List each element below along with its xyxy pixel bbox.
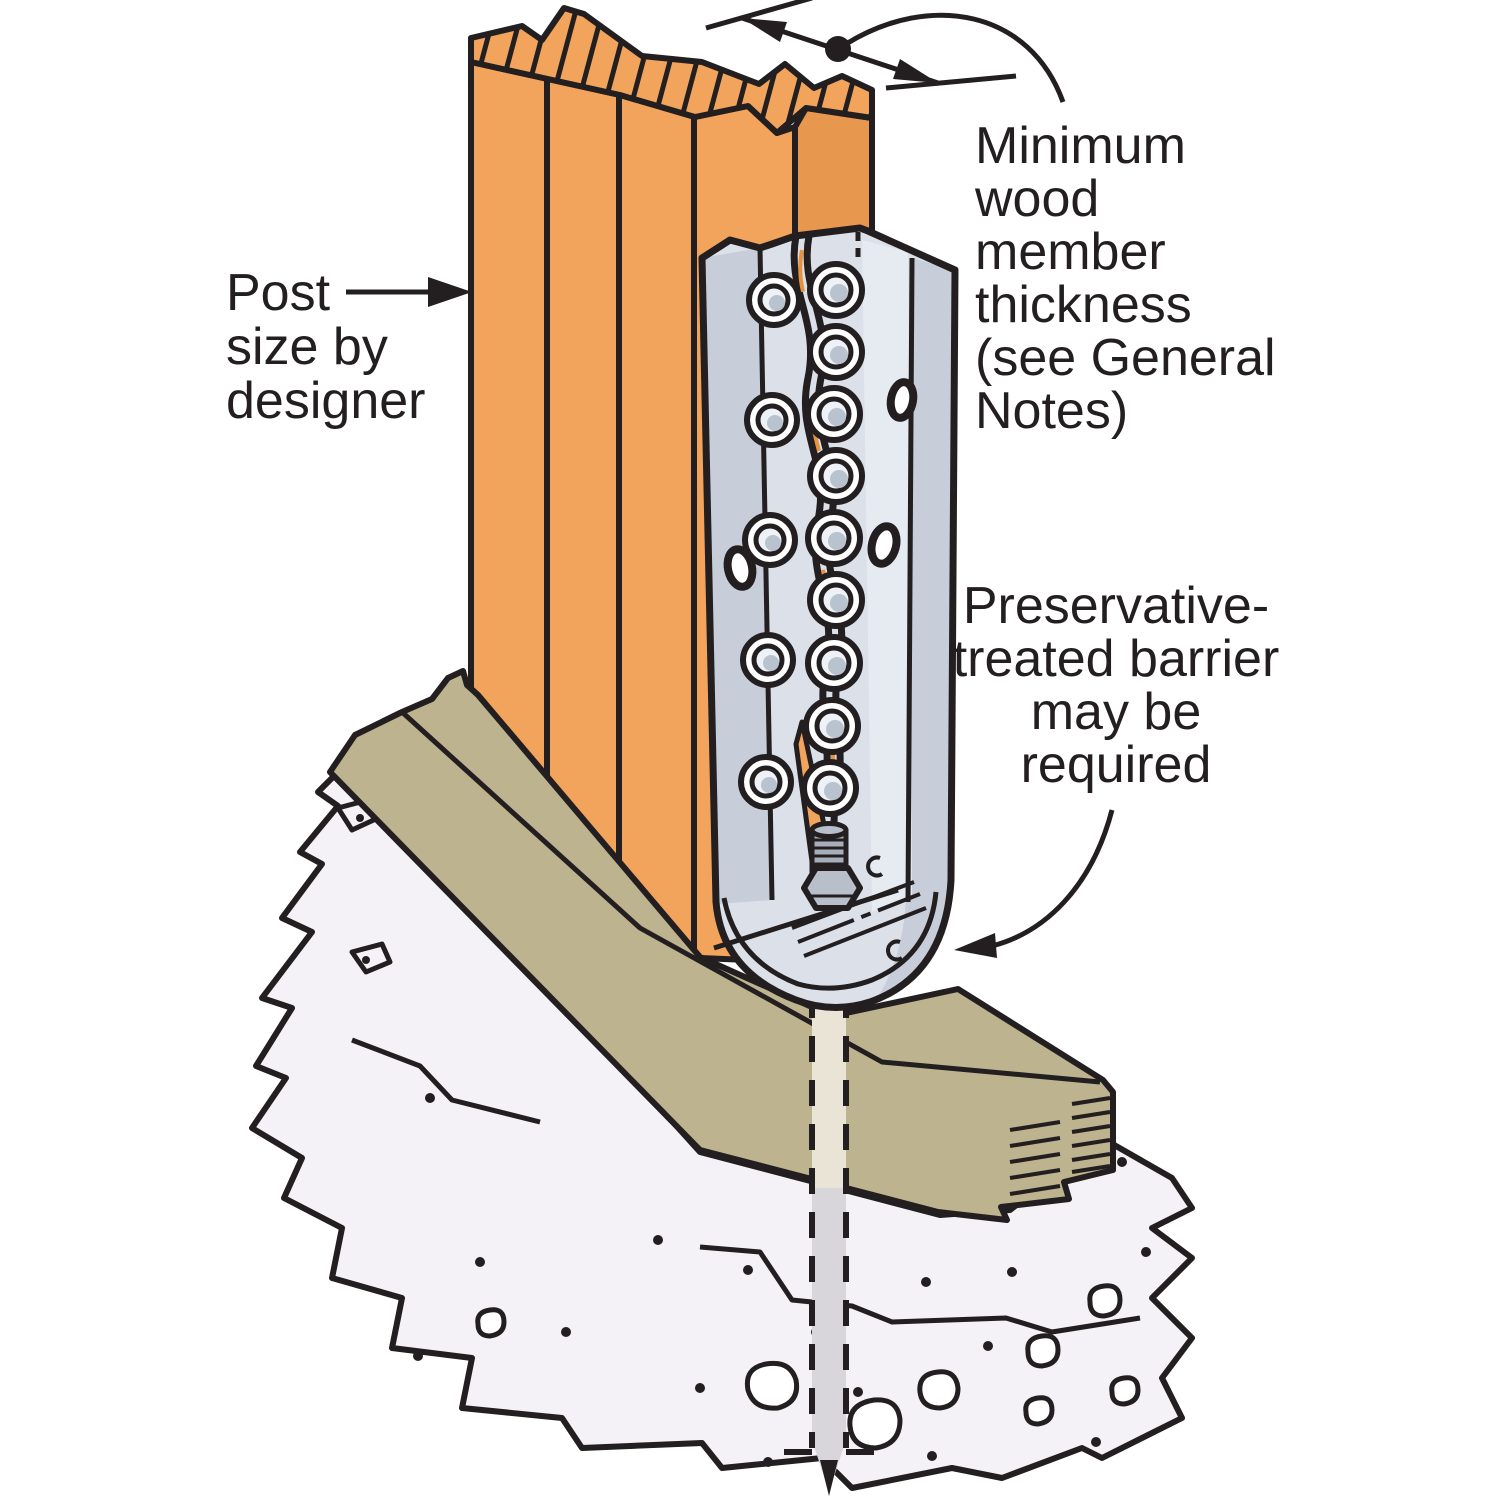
oval-hole [867,522,901,568]
screw-icon [805,634,863,692]
holdown-bracket [698,224,959,1012]
screw-icon [744,392,800,448]
bracket-right-return [874,258,955,1002]
screw-icon [807,571,865,629]
concrete-crack [351,1037,541,1125]
post-top-break [468,5,875,136]
preservative-arrowhead-icon [954,933,997,958]
concrete-foundation [249,759,1195,1491]
preservative-barrier-line: may be [1030,683,1202,741]
bracket-inner-lip [721,891,939,991]
post-size-label: Post size by designer [226,266,425,428]
dimension-dot-icon [825,36,851,62]
screw-icon [740,632,796,688]
anchor-tip-arrow-icon [820,1460,838,1496]
oval-hole [723,545,757,591]
min-wood-thickness-line: member [975,223,1166,281]
screw-icon [742,512,798,568]
min-wood-thickness-line: Notes) [975,382,1129,440]
oval-hole [886,378,918,422]
screw-icon [738,754,794,810]
min-wood-thickness-line: wood [975,170,1100,228]
concrete-crack [699,1244,1141,1335]
anchor-shaft-through-sill [812,988,846,1188]
post-size-label-line: designer [226,372,426,430]
post-size-label-line: size by [226,318,388,376]
pebbles [475,1283,1141,1451]
min-wood-thickness-line: thickness [975,276,1192,334]
screw-icon [805,385,863,443]
min-wood-thickness-label: Minimum wood member thickness (see Gener… [975,120,1276,438]
concrete-chip [349,941,393,975]
screw-icon [746,272,802,328]
anchor-shaft-through-concrete [812,1188,846,1492]
annotations [346,0,1115,958]
preservative-barrier-label: Preservative- treated barrier may be req… [940,580,1292,792]
bracket-oval-holes [723,378,918,591]
sill-top-front-edge [400,710,1101,1085]
hex-nut [801,865,863,911]
bracket-outline [698,224,959,1012]
screw-icon [801,759,859,817]
stud-top [809,821,849,839]
min-thickness-leader [844,12,1066,103]
preservative-leader [991,809,1115,949]
screw-icon [807,261,865,319]
bracket-screws [738,261,865,817]
min-wood-thickness-line: (see General [975,329,1276,387]
anchor-bolt-hidden [784,988,874,1496]
preservative-barrier-line: Preservative- [962,577,1270,635]
post-label-arrowhead-icon [428,277,472,307]
bracket-fold-line [905,257,915,903]
dimension-extension-line [885,73,1017,91]
sill-plate [327,668,1116,1223]
screw-icon [805,509,863,567]
screw-icon [803,697,861,755]
preservative-barrier-line: treated barrier [952,630,1280,688]
concrete-body [249,759,1195,1491]
preservative-barrier-line: required [1020,736,1212,794]
post-size-label-line: Post [226,264,331,322]
min-wood-thickness-line: Minimum [975,117,1186,175]
dimension-arrowhead-icon [893,59,938,83]
dimension-extension-line [705,0,813,31]
anchor-stud-and-nut [801,821,863,911]
screw-icon [807,323,865,381]
sill-end-grain [1009,1096,1111,1196]
dimension-arrowhead-icon [742,18,787,42]
sill-body [327,668,1116,1223]
screw-icon [807,447,865,505]
